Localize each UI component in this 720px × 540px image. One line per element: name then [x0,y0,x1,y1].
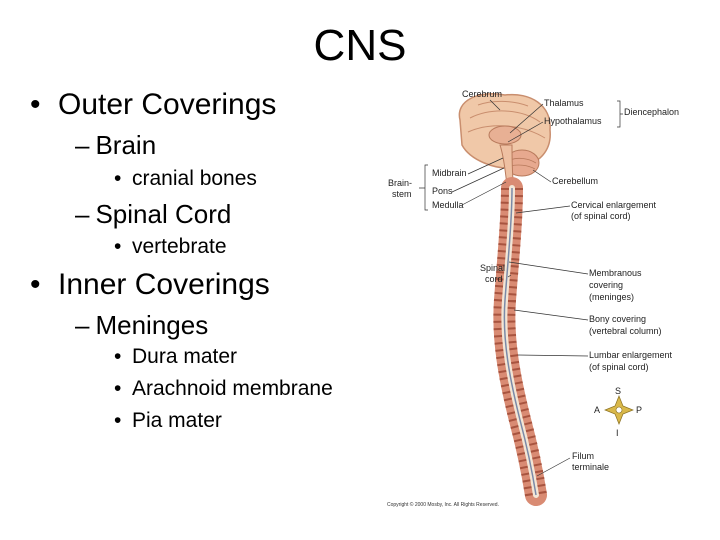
label-spinal-cord-1: Spinal [480,263,505,273]
label-pons: Pons [432,186,453,196]
label-bony-2: (vertebral column) [589,326,662,336]
bullet-dura-mater: •Dura mater [114,345,238,368]
label-cerebrum: Cerebrum [462,89,502,99]
label-midbrain: Midbrain [432,168,467,178]
compass-s: S [615,386,621,396]
label-hypothalamus: Hypothalamus [544,116,602,126]
label-cervical-1: Cervical enlargement [571,200,657,210]
label-diencephalon: Diencephalon [624,107,679,117]
label-brainstem-1: Brain- [388,178,412,188]
bullet-meninges: –Meninges [75,310,209,340]
figure-copyright: Copyright © 2000 Mosby, Inc. All Rights … [387,501,499,508]
label-brainstem-2: stem [392,189,412,199]
label-membranous-1: Membranous [589,268,642,278]
label-membranous-2: covering [589,280,623,290]
bullet-vertebrate: •vertebrate [114,235,227,258]
bullet-spinal-cord: –Spinal Cord [75,199,232,229]
compass-i: I [616,428,619,438]
spinal-column-illustration [493,177,547,506]
bullet-pia-mater: •Pia mater [114,409,222,432]
label-membranous-3: (meninges) [589,292,634,302]
brain-illustration [458,93,551,191]
bullet-outer-coverings: •Outer Coverings [30,88,277,121]
label-lumbar-2: (of spinal cord) [589,362,649,372]
label-filum-1: Filum [572,451,594,461]
label-cerebellum: Cerebellum [552,176,598,186]
bullet-brain: –Brain [75,130,157,160]
label-filum-2: terminale [572,462,609,472]
bullet-cranial-bones: •cranial bones [114,167,257,190]
leader-lines [419,99,623,477]
bullet-arachnoid-membrane: •Arachnoid membrane [114,377,333,400]
label-cervical-2: (of spinal cord) [571,211,631,221]
label-medulla: Medulla [432,200,464,210]
orientation-compass-icon: S I A P [594,386,642,438]
label-lumbar-1: Lumbar enlargement [589,350,673,360]
label-thalamus: Thalamus [544,98,584,108]
label-spinal-cord-2: cord [485,274,503,284]
compass-p: P [636,405,642,415]
compass-a: A [594,405,600,415]
slide-title: CNS [313,21,407,70]
label-bony-1: Bony covering [589,314,646,324]
bullet-inner-coverings: •Inner Coverings [30,268,270,301]
